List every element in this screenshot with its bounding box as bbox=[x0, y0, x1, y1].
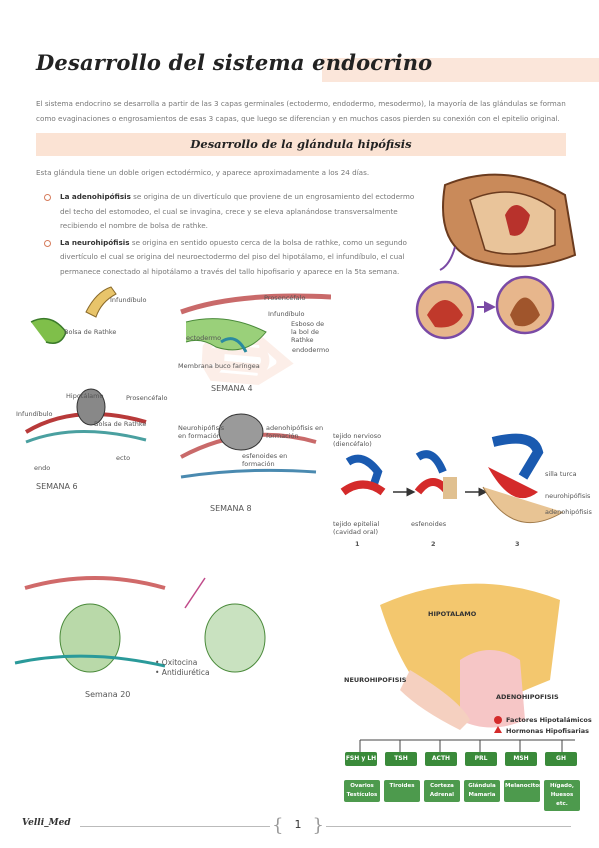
hormone-diagram: HIPOTALAMO NEUROHIPOFISIS ADENOHIPOFISIS… bbox=[340, 570, 595, 812]
page-number: { 1 } bbox=[272, 815, 324, 836]
label-hipotalamo-diagram: HIPOTALAMO bbox=[428, 610, 477, 618]
brand-logo: Velli_Med bbox=[22, 818, 71, 828]
legend-factores: Factores Hipotalámicos bbox=[506, 716, 592, 724]
label-silla-turca: silla turca bbox=[545, 470, 577, 478]
label-esboso: Esboso de la bol de Rathke bbox=[291, 320, 325, 344]
step-number: 1 bbox=[355, 540, 360, 548]
label-neurohipofisis-diagram: neurohipófisis bbox=[545, 492, 591, 500]
footer-divider bbox=[326, 826, 571, 827]
label-ectodermo: ectodermo bbox=[186, 334, 222, 342]
label-infundibulo-2: Infundíbulo bbox=[268, 310, 305, 318]
target-organ-label: Tiroides bbox=[384, 780, 420, 802]
label-bolsa-2: Bolsa de Rathke bbox=[94, 420, 147, 428]
bullet-circle-icon bbox=[44, 239, 51, 247]
target-organ-label: Ovarios Testículos bbox=[344, 780, 380, 802]
label-infundibulo-3: Infundíbulo bbox=[16, 410, 53, 418]
label-esfenoides: esfenoides bbox=[411, 520, 447, 528]
bullet-term: La neurohipófisis bbox=[60, 237, 130, 247]
bullet-text: se origina de un divertículo que provien… bbox=[60, 192, 415, 230]
label-esfenoides-sketch: esfenoides en formación bbox=[242, 452, 288, 468]
hormone-box: GH bbox=[545, 752, 577, 766]
page-title: Desarrollo del sistema endocrino bbox=[36, 50, 433, 75]
label-ecto: ecto bbox=[116, 454, 131, 462]
list-item: La neurohipófisis se origina en sentido … bbox=[44, 236, 424, 280]
label-endo: endo bbox=[34, 464, 51, 472]
label-membrana: Membrana buco faríngea bbox=[178, 362, 260, 370]
label-semana-4: SEMANA 4 bbox=[211, 384, 253, 393]
footer-divider bbox=[80, 826, 270, 827]
label-endodermo: endodermo bbox=[292, 346, 330, 354]
label-adenohipofisis: adenohipófisis en formación bbox=[266, 424, 324, 440]
hormone-box: ACTH bbox=[425, 752, 457, 766]
title-band bbox=[322, 58, 599, 82]
label-adenohipofisis-hormones: ADENOHIPOFISIS bbox=[496, 693, 559, 701]
hormone-box: TSH bbox=[385, 752, 417, 766]
label-infundibulo: Infundíbulo bbox=[110, 296, 147, 304]
page-number-value: 1 bbox=[294, 818, 302, 831]
hormone-box: PRL bbox=[465, 752, 497, 766]
hormone-box: FSH y LH bbox=[345, 752, 377, 766]
intro-paragraph: El sistema endocrino se desarrolla a par… bbox=[36, 99, 566, 123]
label-prosencefalo: Prosencéfalo bbox=[264, 294, 306, 302]
label-semana-8: SEMANA 8 bbox=[210, 504, 252, 513]
sketch-week20-panel: Semana 20 • Oxitocina • Antidiurética bbox=[5, 548, 323, 716]
label-hipotalamo: Hipotálamo bbox=[66, 392, 104, 400]
legend-hormonas: Hormonas Hipofisarias bbox=[506, 727, 590, 735]
list-item: La adenohipófisis se origina de un diver… bbox=[44, 190, 424, 234]
label-semana-6: SEMANA 6 bbox=[36, 482, 78, 491]
label-tejido-nervioso: tejido nervioso (diencéfalo) bbox=[333, 432, 382, 448]
section-title-box: Desarrollo de la glándula hipófisis bbox=[36, 133, 566, 156]
label-neurohipofisis-hormones: NEUROHIPOFISIS bbox=[344, 676, 407, 684]
sketch-weeks-panel: Infundíbulo Bolsa de Rathke Prosencéfalo… bbox=[6, 282, 331, 522]
note-oxitocina: • Oxitocina bbox=[155, 658, 198, 667]
bullet-term: La adenohipófisis bbox=[60, 192, 131, 201]
bullet-circle-icon bbox=[44, 194, 51, 201]
label-bolsa: Bolsa de Rathke bbox=[64, 328, 117, 336]
bullet-list: La adenohipófisis se origina de un diver… bbox=[44, 190, 424, 281]
step-number: 2 bbox=[431, 540, 436, 548]
embryo-illustration bbox=[415, 173, 577, 340]
target-organ-label: Corteza Adrenal bbox=[424, 780, 460, 802]
hormone-box: MSH bbox=[505, 752, 537, 766]
note-antidiuretica: • Antidiurética bbox=[155, 668, 210, 677]
target-organ-label: Hígado, Huesos etc. bbox=[544, 780, 580, 811]
pituitary-stages-diagram: tejido nervioso (diencéfalo) tejido epit… bbox=[333, 432, 599, 554]
lead-text: Esta glándula tiene un doble origen ecto… bbox=[36, 168, 370, 177]
bullet-text: se origina en sentido opuesto cerca de l… bbox=[60, 237, 407, 276]
label-neurohipofisis: Neurohipófisis en formación bbox=[178, 424, 225, 440]
target-organ-label: Melanocitos bbox=[504, 780, 542, 802]
step-number: 3 bbox=[515, 540, 520, 548]
label-semana-20: Semana 20 bbox=[85, 690, 131, 699]
target-organ-label: Glándula Mamaria bbox=[464, 780, 500, 802]
label-prosencefalo-2: Prosencéfalo bbox=[126, 394, 168, 402]
label-tejido-epitelial: tejido epitelial (cavidad oral) bbox=[333, 520, 380, 536]
section-title: Desarrollo de la glándula hipófisis bbox=[190, 137, 412, 151]
label-adenohipofisis-diagram: adenohipófisis bbox=[545, 508, 592, 516]
